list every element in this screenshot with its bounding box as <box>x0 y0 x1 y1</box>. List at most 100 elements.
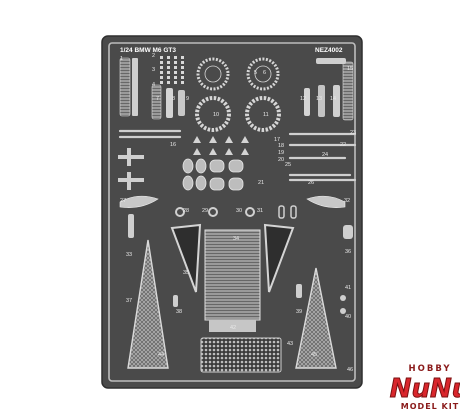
part-number-17: 17 <box>274 137 280 143</box>
triangle-brackets <box>170 223 295 293</box>
bolt-dot <box>167 56 170 59</box>
center-lower-plate <box>209 320 256 332</box>
bolt-dot <box>181 76 184 79</box>
part-number-3: 3 <box>152 67 155 73</box>
clip-part <box>193 148 201 155</box>
part-number-7: 7 <box>156 96 159 102</box>
part-number-40: 40 <box>345 314 351 320</box>
part-number-23: 23 <box>350 130 356 136</box>
clip-part <box>193 136 201 143</box>
brand-logo: HOBBY NuNu MODEL KIT <box>368 360 460 420</box>
part-number-38: 38 <box>176 309 182 315</box>
part-number-42: 42 <box>230 325 236 331</box>
part-number-8: 8 <box>172 96 175 102</box>
bolt-dot <box>160 66 163 69</box>
bolt-dot <box>160 56 163 59</box>
part-number-15: 15 <box>347 66 353 72</box>
bolt-dot <box>167 76 170 79</box>
part-number-21: 21 <box>258 180 264 186</box>
round-washers <box>175 205 297 219</box>
part-number-19: 19 <box>278 150 284 156</box>
part-number-4: 4 <box>152 82 155 88</box>
product-code: NEZ4002 <box>315 47 343 54</box>
part-number-41: 41 <box>345 285 351 291</box>
part-number-12: 12 <box>300 96 306 102</box>
part-number-28: 28 <box>183 208 189 214</box>
scale-title: 1/24 BMW M6 GT3 <box>120 47 176 54</box>
bolt-dot <box>174 56 177 59</box>
part-number-2: 2 <box>152 53 155 59</box>
part-number-37: 37 <box>126 298 132 304</box>
bolt-dot <box>160 71 163 74</box>
clip-part <box>225 136 233 143</box>
bolt-dot <box>167 66 170 69</box>
part-number-10: 10 <box>213 112 219 118</box>
brand-line-bottom: MODEL KIT <box>401 402 459 411</box>
part-number-29: 29 <box>202 208 208 214</box>
part-number-20: 20 <box>278 157 284 163</box>
part-number-46: 46 <box>347 367 353 373</box>
part-number-44: 44 <box>158 352 164 358</box>
bolt-dot <box>181 71 184 74</box>
clip-part <box>225 148 233 155</box>
part-number-6: 6 <box>263 70 266 76</box>
etch-sheet <box>101 35 363 389</box>
bolt-dot <box>174 61 177 64</box>
part-number-22: 22 <box>340 142 346 148</box>
part-number-35: 35 <box>183 270 189 276</box>
bolt-dot <box>181 56 184 59</box>
part-number-1: 1 <box>120 56 123 62</box>
clip-part <box>241 148 249 155</box>
cross-brackets <box>118 148 144 190</box>
brand-logo-text: NuNu <box>390 374 460 404</box>
part-number-26: 26 <box>308 180 314 186</box>
part-number-34: 34 <box>233 236 239 242</box>
part-number-5: 5 <box>254 70 257 76</box>
long-rods <box>118 129 357 182</box>
part-number-36: 36 <box>345 249 351 255</box>
oval-parts <box>182 158 244 191</box>
misc-small-parts <box>128 214 353 314</box>
bolt-dot <box>167 81 170 84</box>
pyramid-frames <box>127 239 337 369</box>
part-number-16: 16 <box>170 142 176 148</box>
bolt-dot <box>167 61 170 64</box>
part-number-25: 25 <box>285 162 291 168</box>
vertical-grille-strips-right <box>304 58 354 121</box>
part-number-11: 11 <box>263 112 269 118</box>
part-number-24: 24 <box>322 152 328 158</box>
bolt-dot <box>174 71 177 74</box>
part-number-14: 14 <box>330 96 336 102</box>
mesh-panel <box>200 337 282 373</box>
bolt-dot <box>174 81 177 84</box>
clip-part <box>209 136 217 143</box>
bolt-dot <box>167 71 170 74</box>
part-number-32: 32 <box>344 198 350 204</box>
gauge-bezels <box>195 57 281 132</box>
part-number-27: 27 <box>120 198 126 204</box>
brand-line-top: HOBBY <box>409 364 452 374</box>
bolt-dot <box>174 66 177 69</box>
clip-part <box>209 148 217 155</box>
bolt-dot <box>181 61 184 64</box>
vertical-grille-strips-left <box>119 57 185 120</box>
bolt-dot <box>160 61 163 64</box>
bolt-dot <box>181 81 184 84</box>
etch-sheet-frame <box>108 42 356 382</box>
bolt-dot <box>174 76 177 79</box>
bolt-dot <box>181 66 184 69</box>
bolt-dot <box>160 76 163 79</box>
part-number-45: 45 <box>311 352 317 358</box>
bolt-dot <box>160 81 163 84</box>
part-number-9: 9 <box>186 96 189 102</box>
clip-part <box>241 136 249 143</box>
part-number-39: 39 <box>296 309 302 315</box>
part-number-18: 18 <box>278 143 284 149</box>
small-bolt-grid <box>160 56 184 84</box>
wing-parts <box>119 195 346 208</box>
clip-parts <box>193 136 249 155</box>
part-number-31: 31 <box>257 208 263 214</box>
center-vent-grille <box>204 229 261 321</box>
